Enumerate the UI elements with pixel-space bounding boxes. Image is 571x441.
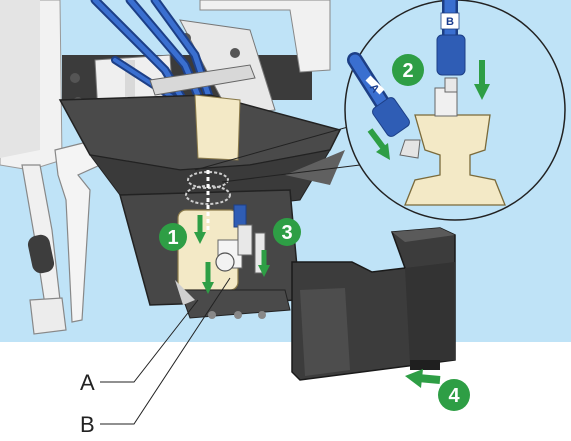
- step-2-number: 2: [402, 60, 413, 82]
- step-3-badge: 3: [273, 218, 301, 246]
- step-2-badge: 2: [392, 54, 424, 86]
- step-4-number: 4: [448, 385, 460, 407]
- step-3-number: 3: [281, 222, 292, 244]
- valve-assembly: [175, 204, 291, 319]
- detail-inset: A B: [194, 0, 566, 221]
- direction-arrows: [194, 215, 441, 388]
- step-1-badge: 1: [159, 223, 187, 251]
- tube-label-b: B: [446, 16, 454, 28]
- callout-leaders: [100, 277, 231, 425]
- step-4-badge: 4: [438, 379, 470, 411]
- callout-label-b: B: [80, 412, 95, 437]
- step-1-number: 1: [167, 227, 178, 249]
- lever-handle: [21, 139, 101, 335]
- tube-bracket: [149, 64, 256, 96]
- callout-label-a: A: [80, 370, 95, 395]
- front-cover: [291, 227, 456, 381]
